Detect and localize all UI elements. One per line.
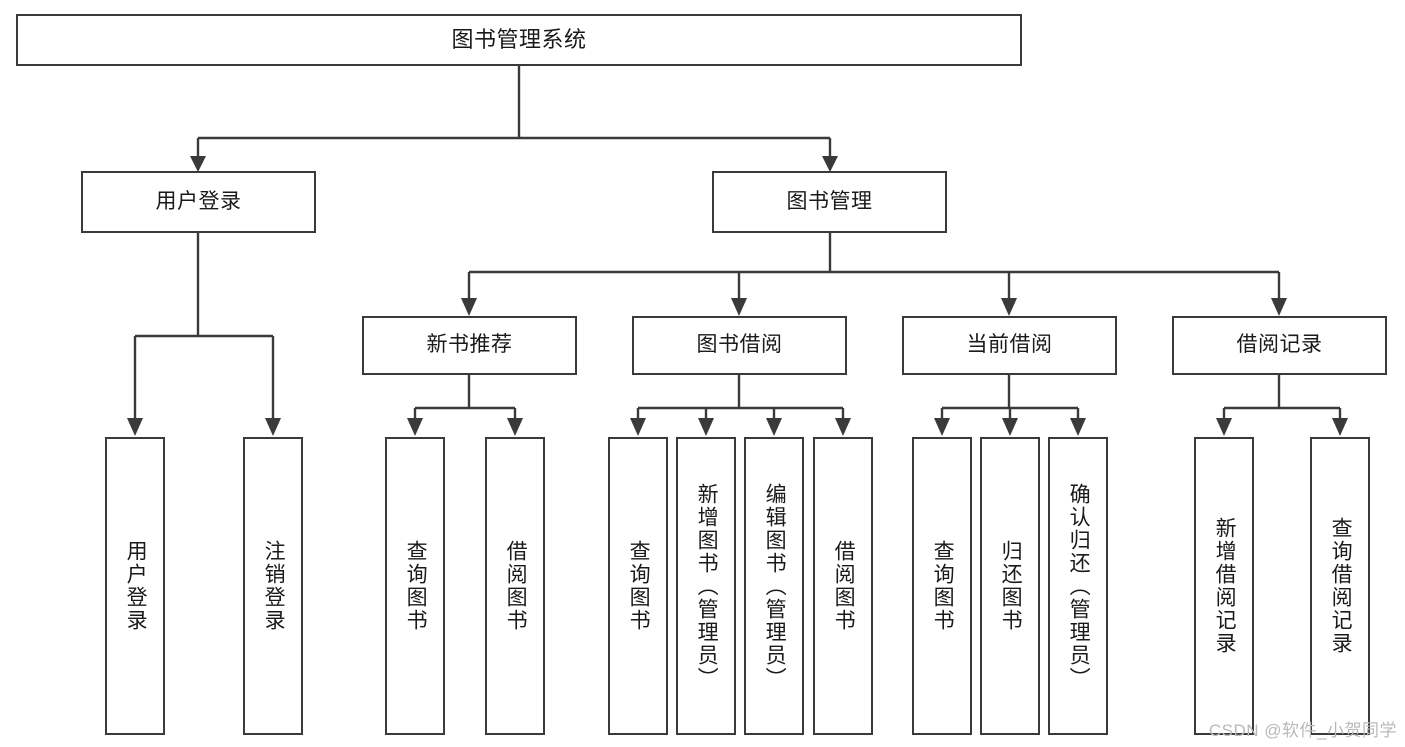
node-label: 查询图书 (627, 540, 651, 632)
node-label: 当前借阅 (966, 333, 1053, 357)
leaf-newbook-borrow-book[interactable]: 借阅图书 (485, 437, 545, 735)
arrowhead-bookborrow-leaf2 (698, 418, 714, 436)
node-label: 查询借阅记录 (1329, 517, 1353, 655)
node-label: 归还图书 (999, 540, 1023, 632)
arrowhead-leaf-user-login (127, 418, 143, 436)
node-label: 借阅记录 (1236, 333, 1323, 357)
node-book-management[interactable]: 图书管理 (712, 171, 947, 233)
arrowhead-borrowrecord-leaf2 (1332, 418, 1348, 436)
leaf-bookborrow-edit-book[interactable]: 编辑图书（管理员） (744, 437, 804, 735)
arrowhead-leaf-logout (265, 418, 281, 436)
arrowhead-book-manage (822, 156, 838, 172)
arrowhead-newbook-leaf2 (507, 418, 523, 436)
leaf-user-login[interactable]: 用户登录 (105, 437, 165, 735)
node-book-borrow[interactable]: 图书借阅 (632, 316, 847, 375)
leaf-currentborrow-return-book[interactable]: 归还图书 (980, 437, 1040, 735)
node-label: 用户登录 (124, 540, 148, 632)
node-current-borrow[interactable]: 当前借阅 (902, 316, 1117, 375)
leaf-borrowrecord-add-record[interactable]: 新增借阅记录 (1194, 437, 1254, 735)
arrowhead-bookborrow-leaf1 (630, 418, 646, 436)
leaf-borrowrecord-query-record[interactable]: 查询借阅记录 (1310, 437, 1370, 735)
leaf-bookborrow-borrow-book[interactable]: 借阅图书 (813, 437, 873, 735)
node-label: 查询图书 (404, 540, 428, 632)
leaf-bookborrow-add-book[interactable]: 新增图书（管理员） (676, 437, 736, 735)
arrowhead-borrow-record (1271, 298, 1287, 316)
arrowhead-newbook-leaf1 (407, 418, 423, 436)
arrowhead-currentborrow-leaf2 (1002, 418, 1018, 436)
leaf-bookborrow-query-book[interactable]: 查询图书 (608, 437, 668, 735)
leaf-newbook-query-book[interactable]: 查询图书 (385, 437, 445, 735)
arrowhead-user-login (190, 156, 206, 172)
node-new-book-recommend[interactable]: 新书推荐 (362, 316, 577, 375)
node-label: 新增图书（管理员） (695, 482, 719, 690)
leaf-currentborrow-query-book[interactable]: 查询图书 (912, 437, 972, 735)
arrowhead-book-borrow (731, 298, 747, 316)
node-label: 编辑图书（管理员） (763, 482, 787, 690)
node-label: 借阅图书 (504, 540, 528, 632)
arrowhead-currentborrow-leaf3 (1070, 418, 1086, 436)
node-label: 注销登录 (262, 540, 286, 632)
leaf-currentborrow-confirm-return[interactable]: 确认归还（管理员） (1048, 437, 1108, 735)
node-label: 图书管理系统 (451, 27, 587, 53)
node-label: 确认归还（管理员） (1067, 482, 1091, 690)
node-label: 用户登录 (155, 189, 242, 213)
node-label: 新书推荐 (426, 333, 513, 357)
arrowhead-borrowrecord-leaf1 (1216, 418, 1232, 436)
node-label: 图书管理 (786, 189, 873, 213)
node-user-login[interactable]: 用户登录 (81, 171, 316, 233)
node-label: 新增借阅记录 (1213, 517, 1237, 655)
arrowhead-bookborrow-leaf3 (766, 418, 782, 436)
csdn-watermark: CSDN @软件_小贺同学 (1208, 721, 1397, 740)
node-borrow-record[interactable]: 借阅记录 (1172, 316, 1387, 375)
arrowhead-current-borrow (1001, 298, 1017, 316)
node-label: 借阅图书 (832, 540, 856, 632)
node-root-library-system[interactable]: 图书管理系统 (16, 14, 1022, 66)
arrowhead-bookborrow-leaf4 (835, 418, 851, 436)
arrowhead-new-book (461, 298, 477, 316)
leaf-logout[interactable]: 注销登录 (243, 437, 303, 735)
arrowhead-currentborrow-leaf1 (934, 418, 950, 436)
node-label: 图书借阅 (696, 333, 783, 357)
node-label: 查询图书 (931, 540, 955, 632)
